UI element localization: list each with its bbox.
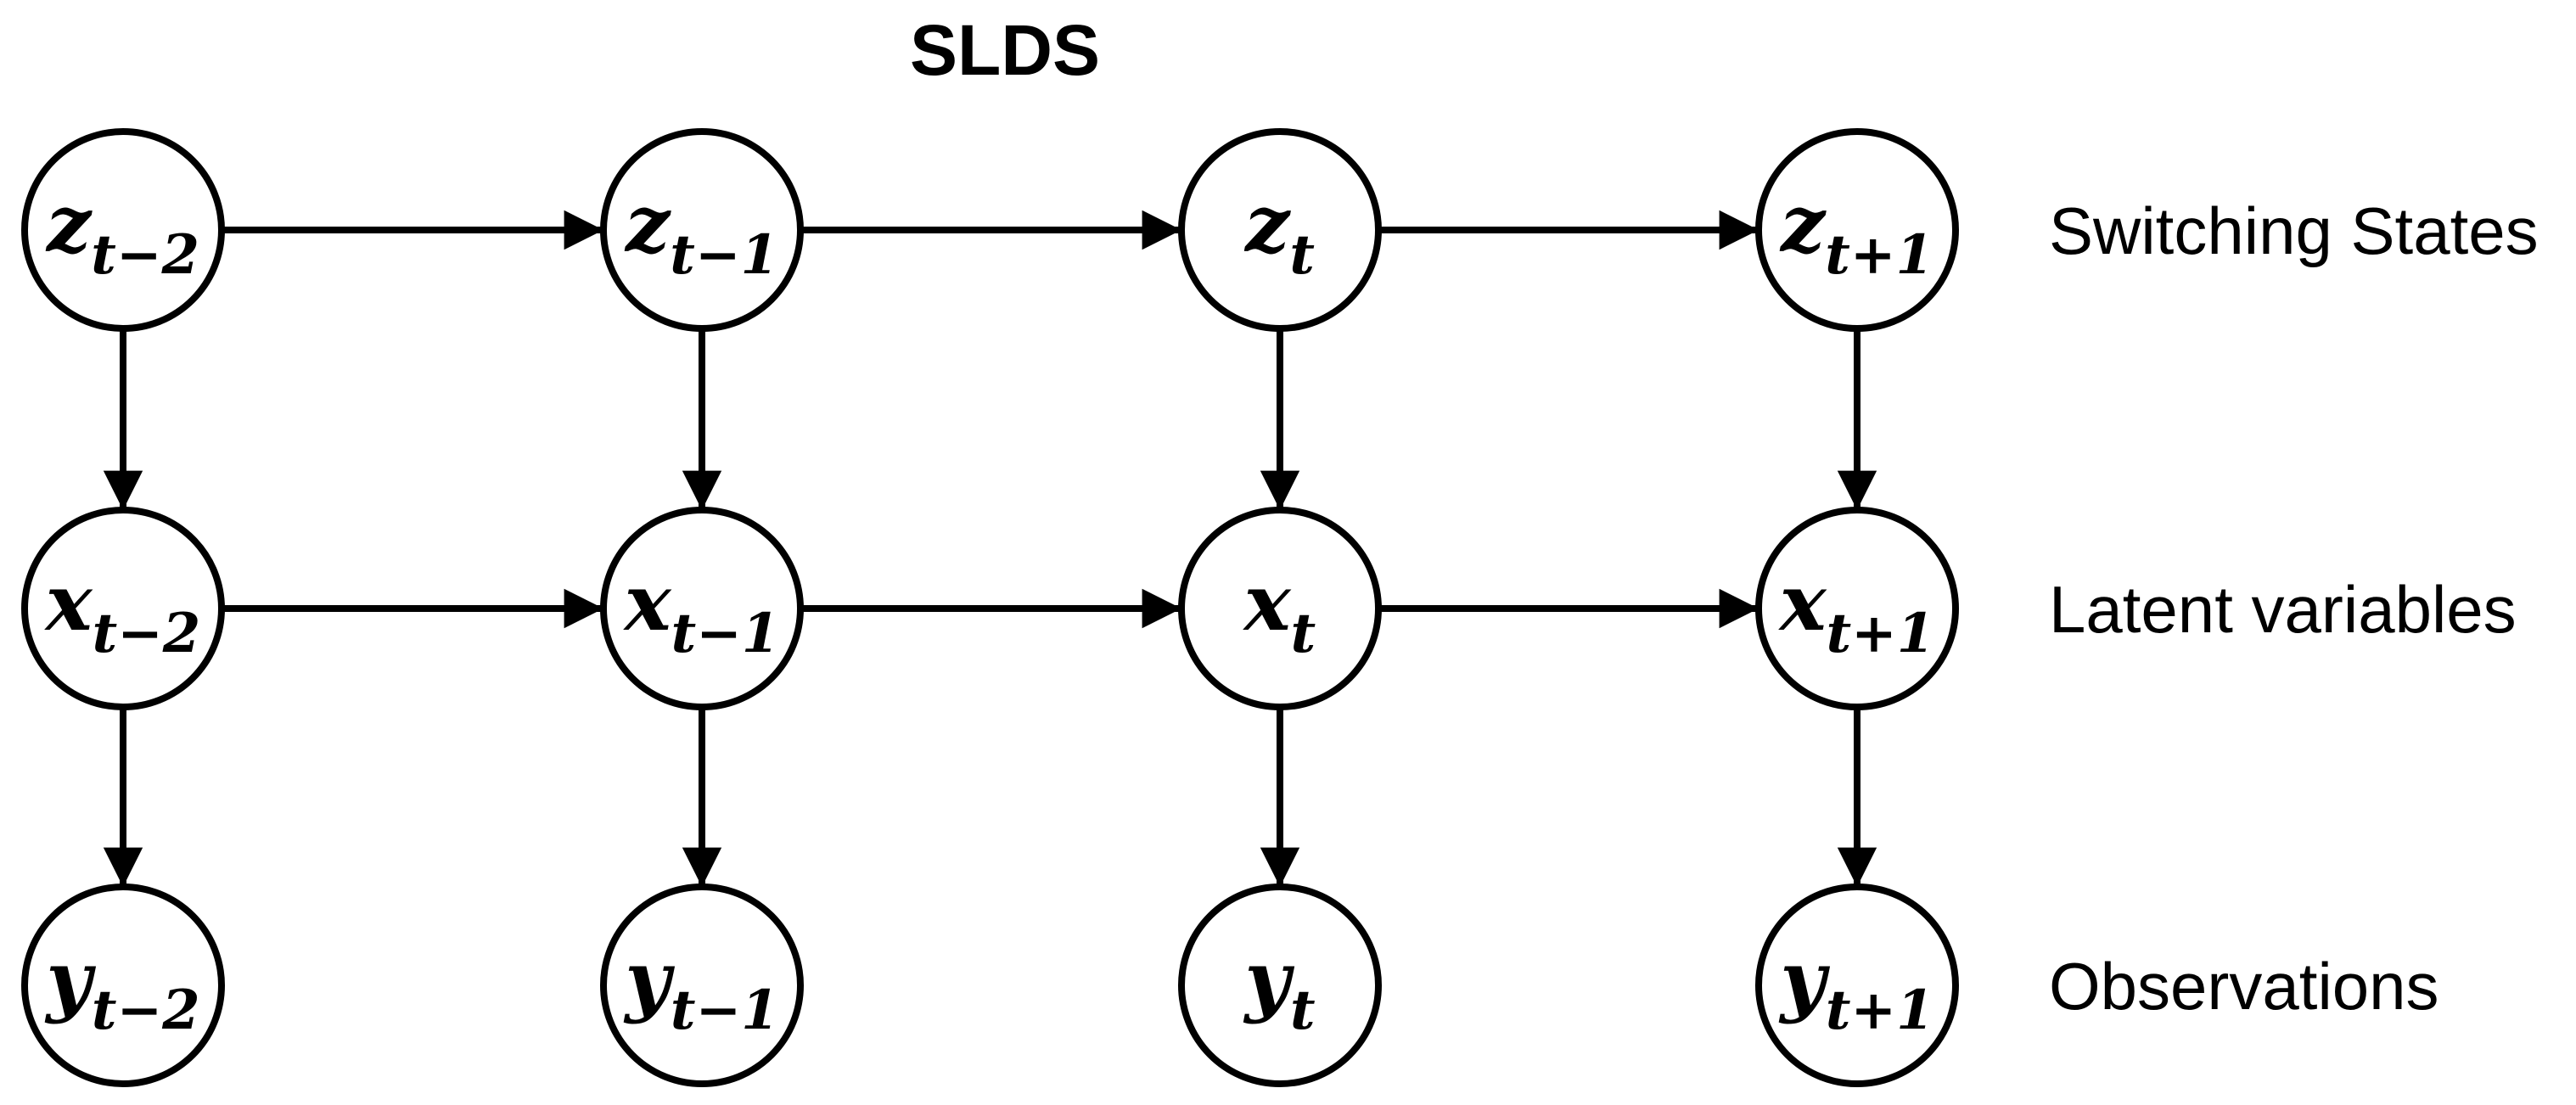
node-circle — [21, 507, 225, 710]
node-z-t-p1: zt+1 — [1755, 128, 1959, 332]
node-label: yt−1 — [623, 934, 778, 1042]
node-circle — [600, 128, 804, 332]
node-x-t-1: xt−1 — [600, 507, 804, 710]
node-label: xt+1 — [1778, 557, 1935, 665]
node-y-t: yt — [1178, 883, 1382, 1087]
node-circle — [1755, 128, 1959, 332]
diagram-title: SLDS — [910, 10, 1100, 90]
node-x-t-p1: xt+1 — [1755, 507, 1959, 710]
node-z-t-1: zt−1 — [600, 128, 804, 332]
node-label: zt+1 — [1779, 178, 1933, 287]
node-label: yt−2 — [44, 934, 199, 1042]
node-label: xt — [1243, 557, 1316, 665]
node-circle — [21, 128, 225, 332]
node-x-t: xt — [1178, 507, 1382, 710]
node-label: zt — [1243, 178, 1315, 287]
node-circle — [600, 883, 804, 1087]
node-label: xt−2 — [44, 557, 201, 665]
node-y-t-1: yt−1 — [600, 883, 804, 1087]
node-label: yt+1 — [1778, 934, 1933, 1042]
node-label: yt — [1243, 934, 1315, 1042]
node-circle — [1755, 507, 1959, 710]
node-z-t: zt — [1178, 128, 1382, 332]
node-y-t-2: yt−2 — [21, 883, 225, 1087]
node-circle — [1755, 883, 1959, 1087]
node-z-t-2: zt−2 — [21, 128, 225, 332]
node-label: zt−1 — [624, 178, 778, 287]
node-circle — [1178, 883, 1382, 1087]
node-circle — [1178, 128, 1382, 332]
node-circle — [600, 507, 804, 710]
node-circle — [1178, 507, 1382, 710]
row-label-latent-variables: Latent variables — [2049, 572, 2517, 647]
node-label: xt−1 — [623, 557, 780, 665]
row-label-switching-states: Switching States — [2049, 194, 2539, 268]
node-circle — [21, 883, 225, 1087]
node-y-t-p1: yt+1 — [1755, 883, 1959, 1087]
node-x-t-2: xt−2 — [21, 507, 225, 710]
row-label-observations: Observations — [2049, 949, 2439, 1024]
node-label: zt−2 — [45, 178, 199, 287]
